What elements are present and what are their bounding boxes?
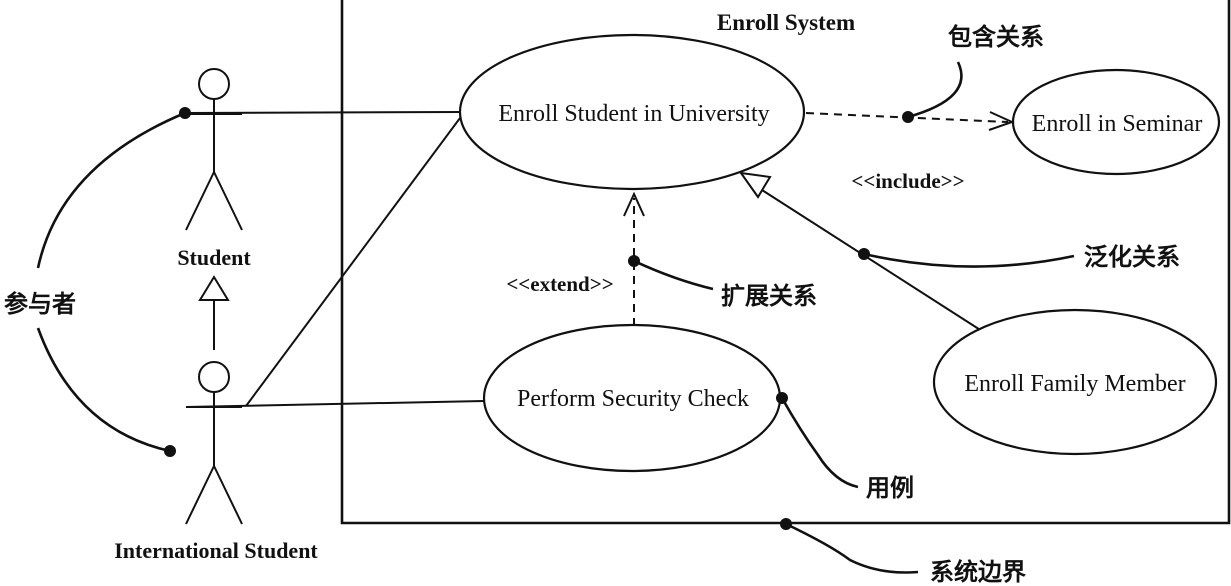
usecase-security-check-label: Perform Security Check xyxy=(517,386,749,412)
system-boundary-label: 系统边界 xyxy=(930,558,1026,586)
actor-international-student-label: International Student xyxy=(114,538,318,563)
actor-generalization-arrow xyxy=(198,275,230,350)
actor-student xyxy=(185,68,243,231)
usecase-generalization-arrow xyxy=(738,171,986,334)
usecase-callout-dot xyxy=(776,392,788,404)
association-intl-enroll xyxy=(245,113,464,407)
usecase-label: 用例 xyxy=(866,474,914,502)
actor-callout-line-top xyxy=(36,111,186,269)
extend-relation-label: 扩展关系 xyxy=(721,282,817,310)
generalization-relation-label: 泛化关系 xyxy=(1084,243,1180,271)
association-student-enroll xyxy=(185,111,463,114)
actor-callout-dot-top xyxy=(179,107,191,119)
extend-callout-line xyxy=(633,259,714,291)
usecase-family-member xyxy=(932,308,1218,456)
boundary-callout-line xyxy=(785,522,919,574)
actor-label: 参与者 xyxy=(4,290,76,318)
generalization-callout-dot xyxy=(858,248,870,260)
actor-student-label: Student xyxy=(177,245,251,270)
actor-callout-line-bottom xyxy=(36,327,171,453)
system-title: Enroll System xyxy=(717,10,855,35)
usecase-callout-line xyxy=(780,397,859,489)
actor-international-student xyxy=(185,361,243,525)
boundary-callout-dot xyxy=(780,518,792,530)
include-callout-line xyxy=(907,61,963,119)
generalization-callout-line xyxy=(863,252,1075,268)
include-relation-label: 包含关系 xyxy=(948,23,1044,51)
usecase-family-member-label: Enroll Family Member xyxy=(964,371,1185,397)
usecase-enroll-university xyxy=(458,33,806,191)
extend-callout-dot xyxy=(628,255,640,267)
extend-stereotype: <<extend>> xyxy=(506,272,613,296)
actor-callout-dot-bottom xyxy=(164,445,176,457)
include-stereotype: <<include>> xyxy=(851,169,964,193)
include-callout-dot xyxy=(902,111,914,123)
usecase-enroll-university-label: Enroll Student in University xyxy=(498,101,769,127)
usecase-enroll-seminar-label: Enroll in Seminar xyxy=(1032,111,1203,137)
association-intl-security xyxy=(185,400,485,408)
